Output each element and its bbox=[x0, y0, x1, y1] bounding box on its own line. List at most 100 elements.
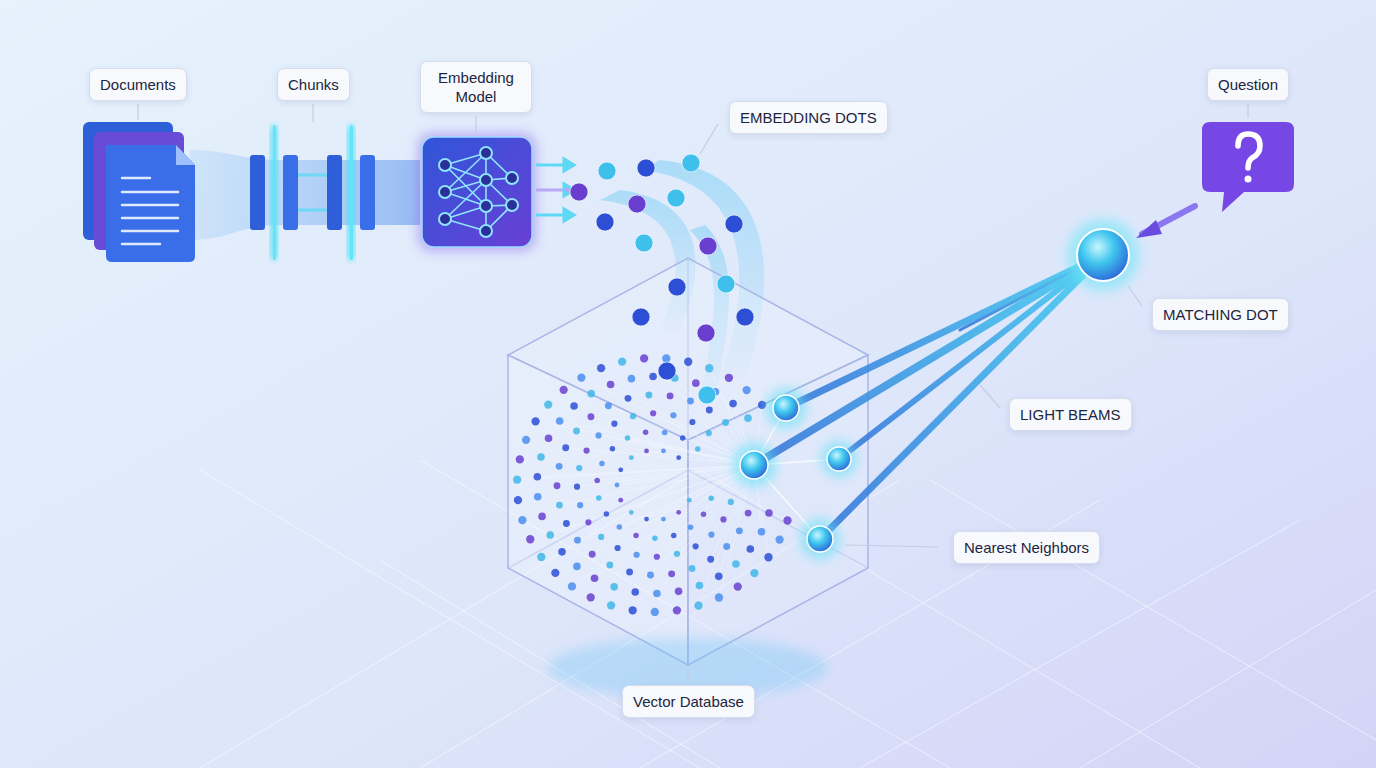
vector-dot bbox=[676, 455, 681, 460]
vector-dot bbox=[633, 552, 639, 558]
pill-label: Question bbox=[1218, 75, 1278, 94]
vector-dot bbox=[516, 455, 524, 463]
embedding-dot bbox=[736, 308, 754, 326]
vector-dot bbox=[706, 430, 712, 436]
vector-dot bbox=[574, 537, 581, 544]
vector-dot bbox=[765, 509, 773, 517]
vector-dot bbox=[534, 493, 542, 501]
vector-dot bbox=[526, 535, 534, 543]
vector-dot bbox=[574, 484, 580, 490]
vector-dot bbox=[734, 582, 742, 590]
vector-dot bbox=[729, 400, 737, 408]
vector-dot bbox=[744, 414, 752, 422]
label-pill: EMBEDDING DOTS bbox=[729, 101, 888, 134]
vector-dot bbox=[607, 381, 615, 389]
vector-dot bbox=[545, 434, 553, 442]
vector-dot bbox=[647, 572, 654, 579]
vector-dot bbox=[758, 401, 766, 409]
vector-dot bbox=[630, 413, 636, 419]
vector-dot bbox=[695, 446, 701, 452]
embedding-dot bbox=[658, 362, 676, 380]
vector-dot bbox=[736, 527, 743, 534]
similarity-line bbox=[611, 384, 754, 465]
vector-dot bbox=[538, 513, 546, 521]
similarity-line bbox=[601, 465, 754, 537]
vector-dot bbox=[674, 551, 680, 557]
vector-dot bbox=[618, 498, 623, 503]
embedding-dot bbox=[637, 159, 655, 177]
embedding-dot bbox=[697, 324, 715, 342]
vector-dot bbox=[764, 553, 772, 561]
vector-dot bbox=[587, 390, 595, 398]
vector-dot bbox=[707, 556, 714, 563]
similarity-line bbox=[657, 465, 754, 594]
vector-dot bbox=[589, 551, 596, 558]
vector-dot bbox=[558, 548, 566, 556]
vector-dot bbox=[568, 582, 576, 590]
label-pill: Question bbox=[1207, 68, 1289, 101]
vector-dot bbox=[775, 535, 783, 543]
pill-label: Chunks bbox=[288, 75, 339, 94]
embedding-dot bbox=[570, 183, 588, 201]
vector-dot bbox=[604, 511, 610, 517]
vector-dot bbox=[594, 478, 600, 484]
vector-dot bbox=[750, 569, 758, 577]
vector-dot bbox=[667, 392, 674, 399]
embedding-dot bbox=[725, 215, 743, 233]
similarity-line bbox=[530, 465, 754, 539]
pill-label: MATCHING DOT bbox=[1163, 305, 1278, 324]
embedding-dot bbox=[632, 308, 650, 326]
embedding-dot bbox=[717, 275, 735, 293]
pill-label: Nearest Neighbors bbox=[964, 538, 1089, 557]
vector-dot bbox=[715, 593, 723, 601]
vector-dot bbox=[556, 463, 563, 470]
similarity-line bbox=[536, 421, 754, 465]
vector-dot bbox=[673, 606, 681, 614]
vector-dot bbox=[706, 407, 713, 414]
vector-dot bbox=[645, 392, 652, 399]
vector-dot bbox=[668, 570, 675, 577]
vector-dot bbox=[537, 453, 545, 461]
vector-dot bbox=[626, 569, 633, 576]
vector-dot bbox=[556, 502, 563, 509]
pill-label: Embedding Model bbox=[431, 68, 521, 106]
vector-dot bbox=[559, 386, 567, 394]
vector-dot bbox=[696, 582, 704, 590]
vector-dot bbox=[631, 588, 639, 596]
vector-dot bbox=[661, 517, 666, 522]
vector-dot bbox=[728, 499, 734, 505]
vector-dot bbox=[618, 467, 623, 472]
vector-dot bbox=[720, 516, 726, 522]
vector-dot bbox=[705, 364, 713, 372]
vector-dot bbox=[628, 375, 636, 383]
vector-dot bbox=[650, 410, 656, 416]
vector-dot bbox=[610, 446, 616, 452]
vector-dot bbox=[653, 590, 661, 598]
vector-dot bbox=[745, 510, 752, 517]
embedding-dot bbox=[682, 154, 700, 172]
embedding-dot bbox=[668, 278, 686, 296]
vector-dot bbox=[671, 533, 677, 539]
vector-dot bbox=[692, 543, 698, 549]
vector-dot bbox=[599, 461, 605, 467]
vector-dot bbox=[611, 421, 617, 427]
vector-dot bbox=[577, 502, 583, 508]
similarity-line bbox=[517, 465, 754, 480]
vector-dot bbox=[688, 524, 694, 530]
vector-dot bbox=[563, 520, 570, 527]
vector-dot bbox=[675, 588, 683, 596]
embedding-dot bbox=[598, 162, 616, 180]
vector-dot bbox=[544, 400, 552, 408]
vector-dot bbox=[662, 354, 670, 362]
vector-dot bbox=[615, 545, 621, 551]
vector-dot bbox=[629, 455, 634, 460]
vector-dot bbox=[723, 543, 730, 550]
vector-dot bbox=[783, 516, 791, 524]
vector-dot bbox=[651, 608, 659, 616]
vector-dot bbox=[629, 606, 637, 614]
vector-dot bbox=[644, 517, 649, 522]
similarity-line bbox=[581, 378, 754, 465]
similarity-line bbox=[644, 358, 754, 465]
label-pill: Chunks bbox=[277, 68, 350, 101]
